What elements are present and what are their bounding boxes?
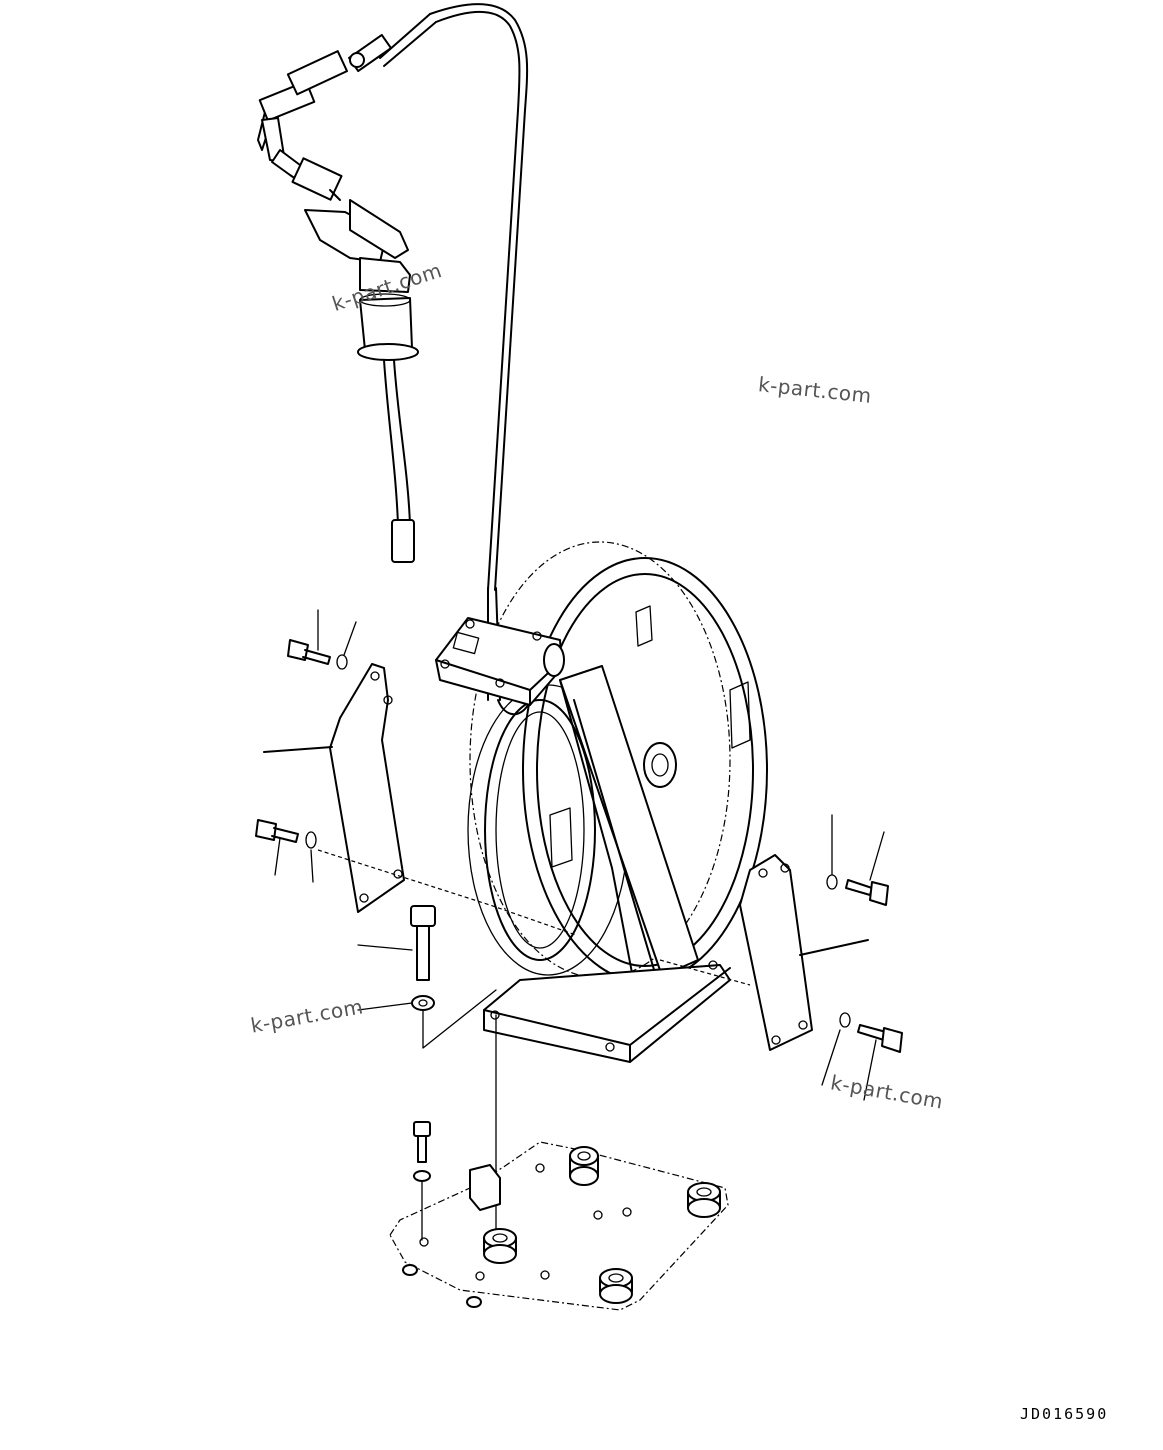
mounting-base-plate (389, 1141, 729, 1311)
left-cover-plate (263, 663, 405, 913)
bolts-and-washers (255, 609, 903, 1246)
right-cover-plate (739, 854, 869, 1051)
hose-line (348, 3, 529, 701)
hose-reel (467, 541, 768, 983)
reel-stand-frame (435, 617, 731, 1063)
grease-nozzle-gun (257, 50, 419, 563)
drawing-code-label: JD016590 (1020, 1405, 1109, 1423)
